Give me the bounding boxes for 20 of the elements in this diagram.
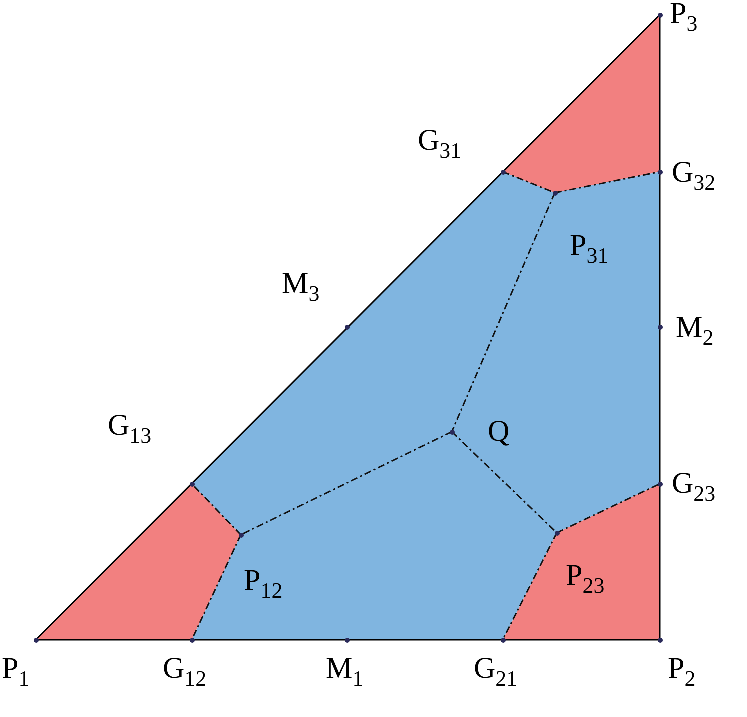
point-label: M$_{2}$ — [676, 312, 714, 344]
point-label: P$_{31}$ — [570, 230, 609, 262]
point-label: G$_{23}$ — [672, 468, 716, 500]
dash-dot-line — [451, 192, 556, 432]
point-label: P$_{3}$ — [670, 0, 698, 30]
point-label: G$_{21}$ — [474, 653, 518, 685]
point-label: M$_{3}$ — [282, 268, 320, 300]
point-label: G$_{13}$ — [108, 410, 152, 442]
point-label: M$_{1}$ — [326, 653, 364, 685]
point-label: G$_{12}$ — [163, 653, 207, 685]
dash-dot-line — [502, 532, 558, 640]
point-label: Q — [488, 416, 510, 448]
point-label: G$_{31}$ — [418, 125, 462, 157]
dash-dot-line — [240, 431, 452, 536]
dash-dot-line — [556, 483, 660, 534]
point-label: P$_{1}$ — [2, 653, 30, 685]
point-label: P$_{12}$ — [244, 565, 283, 597]
point-label: G$_{32}$ — [672, 157, 716, 189]
point-label: P$_{2}$ — [668, 653, 696, 685]
point-label: P$_{23}$ — [566, 560, 605, 592]
